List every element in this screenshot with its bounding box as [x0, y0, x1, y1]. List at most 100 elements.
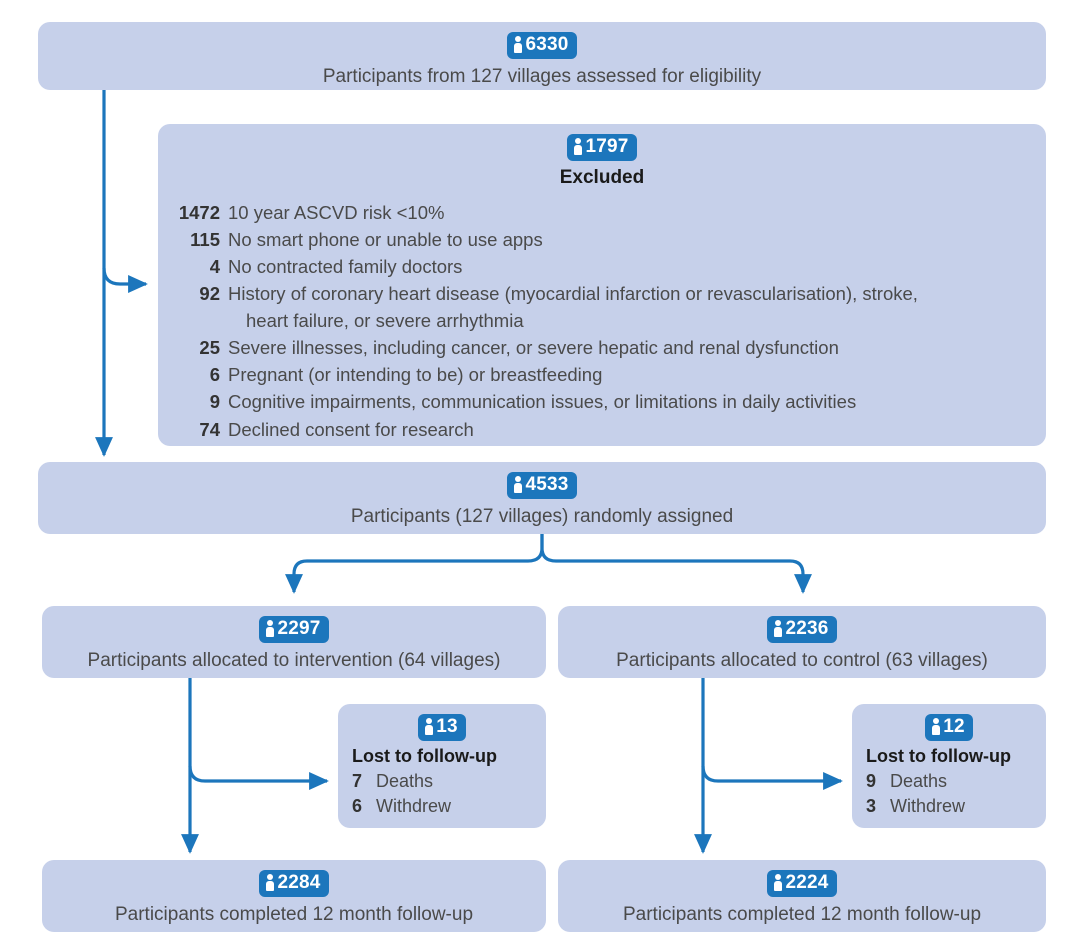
- badge-row: 1797: [172, 134, 1032, 161]
- person-icon: [773, 620, 782, 638]
- person-icon: [265, 620, 274, 638]
- count-value: 2236: [785, 618, 829, 639]
- badge-row: 12: [866, 714, 1032, 741]
- node-excluded: 1797 Excluded 1472 10 year ASCVD risk <1…: [158, 124, 1046, 446]
- count-badge-randomised: 4533: [507, 472, 577, 499]
- count-badge-allocated-control: 2236: [767, 616, 837, 643]
- list-item: 7 Deaths: [352, 769, 532, 793]
- person-icon: [265, 874, 274, 892]
- node-completed-followup-intervention: 2284 Participants completed 12 month fol…: [42, 860, 546, 932]
- reason-text: 10 year ASCVD risk <10%: [228, 201, 445, 223]
- badge-row: 2236: [572, 616, 1032, 643]
- list-item: 115 No smart phone or unable to use apps: [172, 227, 1032, 253]
- count-badge-completed-intervention: 2284: [259, 870, 329, 897]
- badge-row: 2297: [56, 616, 532, 643]
- reason-count: 25: [199, 336, 220, 358]
- reason-text: No smart phone or unable to use apps: [228, 228, 543, 250]
- reason-count: 7: [352, 771, 363, 792]
- reason-count: 6: [209, 364, 220, 386]
- node-lost-to-followup-intervention: 13 Lost to follow-up 7 Deaths 6 Withdrew: [338, 704, 546, 828]
- count-badge-excluded: 1797: [567, 134, 637, 161]
- reason-text: Pregnant (or intending to be) or breastf…: [228, 364, 603, 386]
- badge-row: 6330: [52, 32, 1032, 59]
- reason-count: 4: [209, 256, 220, 278]
- list-item: 74 Declined consent for research: [172, 417, 1032, 443]
- count-value: 1797: [585, 136, 629, 157]
- reason-text: Severe illnesses, including cancer, or s…: [228, 336, 839, 358]
- connector-assessed-to-excluded: [102, 267, 148, 293]
- reason-text: Deaths: [376, 771, 434, 792]
- badge-row: 4533: [52, 472, 1032, 499]
- connector-control-to-lost: [701, 765, 843, 790]
- list-item: 6 Withdrew: [352, 794, 532, 818]
- count-value: 13: [436, 716, 458, 737]
- count-badge-completed-control: 2224: [767, 870, 837, 897]
- node-allocated-control: 2236 Participants allocated to control (…: [558, 606, 1046, 678]
- list-item: 9 Cognitive impairments, communication i…: [172, 389, 1032, 415]
- badge-row: 2284: [56, 870, 532, 897]
- node-caption: Participants (127 villages) randomly ass…: [350, 505, 734, 527]
- person-icon: [513, 36, 522, 54]
- count-value: 12: [943, 716, 965, 737]
- connector-intervention-to-lost: [188, 765, 329, 790]
- lost-reason-list: 7 Deaths 6 Withdrew: [352, 769, 532, 818]
- node-lost-to-followup-control: 12 Lost to follow-up 9 Deaths 3 Withdrew: [852, 704, 1046, 828]
- badge-row: 13: [352, 714, 532, 741]
- reason-text: Deaths: [890, 771, 948, 792]
- person-icon: [573, 138, 582, 156]
- reason-count: 74: [199, 418, 220, 440]
- reason-count: 9: [209, 391, 220, 413]
- connector-randomise-split: [285, 534, 544, 594]
- reason-text-line1: History of coronary heart disease (myoca…: [228, 283, 918, 305]
- count-badge-assessed: 6330: [507, 32, 577, 59]
- list-item: 4 No contracted family doctors: [172, 254, 1032, 280]
- reason-count: 9: [866, 771, 877, 792]
- reason-text: Withdrew: [890, 795, 966, 816]
- node-caption: Participants allocated to intervention (…: [87, 649, 501, 671]
- node-completed-followup-control: 2224 Participants completed 12 month fol…: [558, 860, 1046, 932]
- reason-count: 1472: [178, 201, 220, 223]
- connector-randomise-split-right: [540, 534, 812, 594]
- list-item: 1472 10 year ASCVD risk <10%: [172, 200, 1032, 226]
- list-item: 9 Deaths: [866, 769, 1032, 793]
- reason-text-line2: heart failure, or severe arrhythmia: [246, 309, 524, 331]
- count-value: 2224: [785, 872, 829, 893]
- reason-count: 6: [352, 795, 363, 816]
- node-assessed-for-eligibility: 6330 Participants from 127 villages asse…: [38, 22, 1046, 90]
- lost-reason-list: 9 Deaths 3 Withdrew: [866, 769, 1032, 818]
- node-caption: Participants allocated to control (63 vi…: [616, 649, 988, 671]
- reason-text: History of coronary heart disease (myoca…: [228, 281, 1032, 334]
- node-randomly-assigned: 4533 Participants (127 villages) randoml…: [38, 462, 1046, 534]
- node-heading: Lost to follow-up: [352, 745, 497, 766]
- count-value: 2297: [277, 618, 321, 639]
- reason-count: 3: [866, 795, 877, 816]
- count-badge-lost-intervention: 13: [418, 714, 466, 741]
- person-icon: [424, 718, 433, 736]
- exclusion-reason-list: 1472 10 year ASCVD risk <10% 115 No smar…: [172, 200, 1032, 443]
- reason-text: No contracted family doctors: [228, 256, 463, 278]
- person-icon: [513, 476, 522, 494]
- list-item: 6 Pregnant (or intending to be) or breas…: [172, 362, 1032, 388]
- person-icon: [773, 874, 782, 892]
- reason-text: Withdrew: [376, 795, 452, 816]
- list-item: 25 Severe illnesses, including cancer, o…: [172, 335, 1032, 361]
- reason-count: 115: [190, 228, 220, 250]
- node-caption: Participants from 127 villages assessed …: [322, 65, 762, 87]
- list-item: 92 History of coronary heart disease (my…: [172, 281, 1032, 334]
- list-item: 3 Withdrew: [866, 794, 1032, 818]
- count-badge-lost-control: 12: [925, 714, 973, 741]
- count-badge-allocated-intervention: 2297: [259, 616, 329, 643]
- node-caption: Participants completed 12 month follow-u…: [114, 903, 474, 925]
- node-heading: Lost to follow-up: [866, 745, 1011, 766]
- node-allocated-intervention: 2297 Participants allocated to intervent…: [42, 606, 546, 678]
- badge-row: 2224: [572, 870, 1032, 897]
- node-caption: Participants completed 12 month follow-u…: [622, 903, 982, 925]
- node-heading: Excluded: [559, 166, 645, 188]
- count-value: 2284: [277, 872, 321, 893]
- person-icon: [931, 718, 940, 736]
- reason-text: Declined consent for research: [228, 418, 474, 440]
- count-value: 6330: [525, 34, 569, 55]
- reason-text: Cognitive impairments, communication iss…: [228, 391, 857, 413]
- reason-count: 92: [199, 283, 220, 305]
